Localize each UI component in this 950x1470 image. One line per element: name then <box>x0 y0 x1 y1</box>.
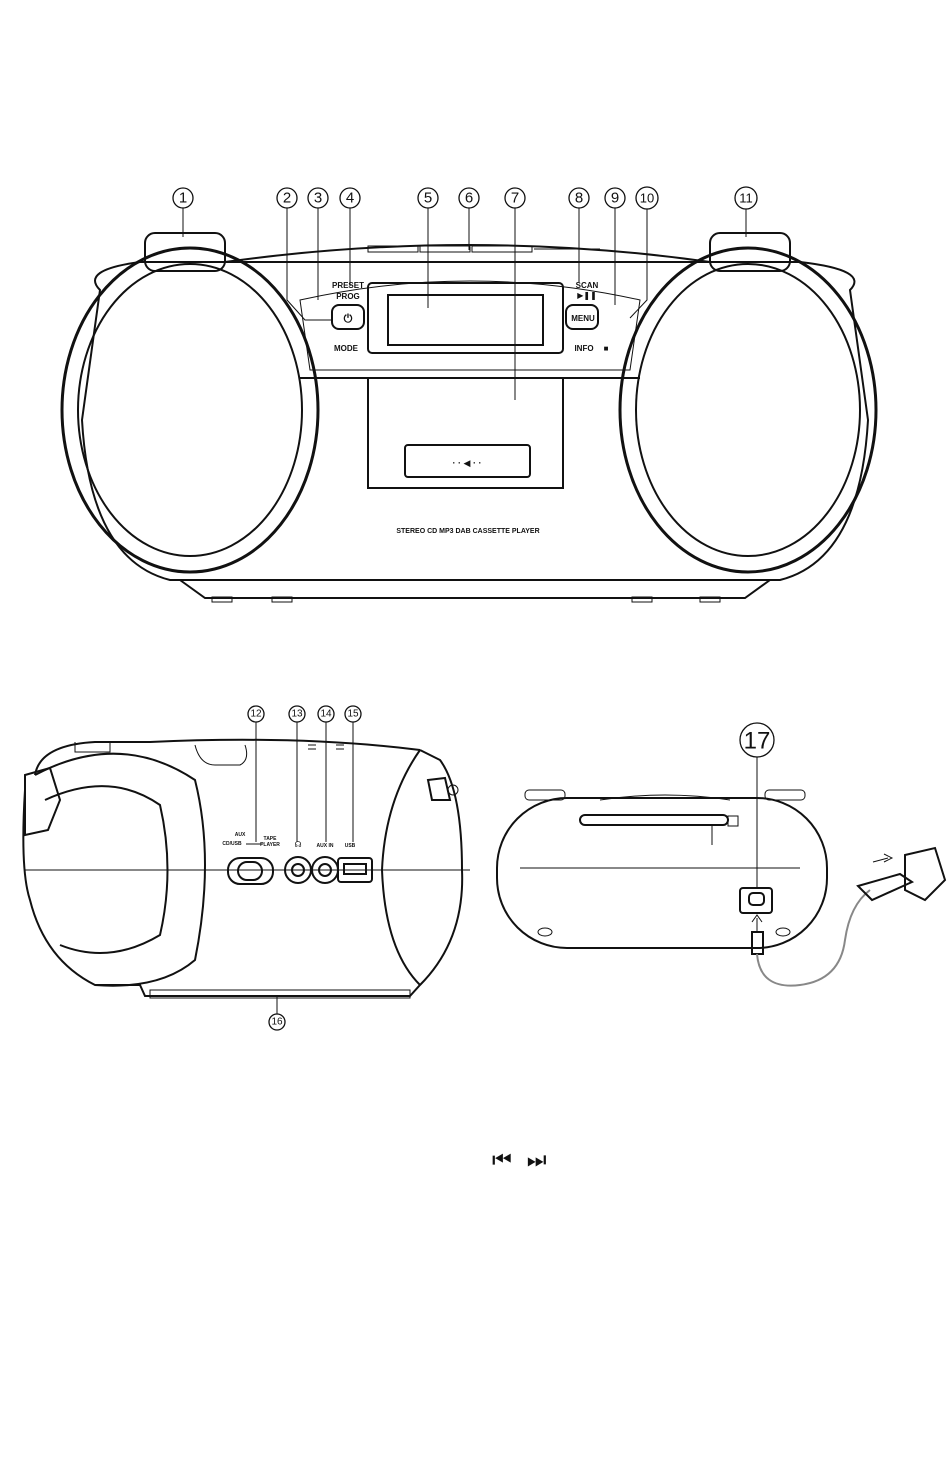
lid-button <box>472 246 532 252</box>
side-callout: 14 <box>318 706 334 722</box>
stop-label: ■ <box>604 344 609 353</box>
left-speaker <box>62 248 318 572</box>
side-top <box>35 740 420 775</box>
rear-view: 17 <box>497 723 945 986</box>
front-callout: 5 <box>418 188 438 208</box>
telescopic-antenna <box>580 815 728 825</box>
svg-text:3: 3 <box>314 190 322 207</box>
front-callout: 9 <box>605 188 625 208</box>
side-callout: 13 <box>289 706 305 722</box>
display-frame <box>368 283 563 353</box>
side-control-edge <box>25 768 60 835</box>
prog-label: PROG <box>336 292 360 301</box>
svg-text:7: 7 <box>511 190 519 207</box>
side-callout: 15 <box>345 706 361 722</box>
info-label: INFO <box>574 344 593 353</box>
cord-plug <box>752 932 763 954</box>
front-callout: 8 <box>569 188 589 208</box>
svg-text:9: 9 <box>611 190 619 207</box>
power-icon: ⏻ <box>344 312 353 325</box>
front-callout: 6 <box>459 188 479 208</box>
cd-usb-label: CD/USB <box>222 841 242 847</box>
mode-label: MODE <box>334 344 359 353</box>
front-callout: 7 <box>505 188 525 208</box>
headphone-icon: ☊ <box>294 840 301 849</box>
usb-port[interactable] <box>344 864 366 874</box>
front-callout: 10 <box>636 187 658 209</box>
svg-text:2: 2 <box>283 190 291 207</box>
play-pause-label: ▶❚❚ <box>577 291 597 300</box>
side-knob <box>195 745 247 765</box>
lcd-display <box>388 295 543 345</box>
rear-callout: 17 <box>740 723 774 757</box>
base <box>180 580 770 598</box>
ac-socket[interactable] <box>749 893 764 905</box>
usb-label: USB <box>345 843 356 849</box>
svg-text:6: 6 <box>465 190 473 207</box>
svg-text:17: 17 <box>744 728 771 755</box>
function-switch-knob[interactable] <box>238 862 262 880</box>
svg-text:12: 12 <box>250 709 262 720</box>
antenna-end <box>728 816 738 826</box>
svg-text:5: 5 <box>424 190 432 207</box>
ac-socket-housing <box>740 888 772 913</box>
rear-body <box>497 798 827 948</box>
model-label: STEREO CD MP3 DAB CASSETTE PLAYER <box>396 528 539 535</box>
power-cord <box>757 890 870 986</box>
front-callout: 11 <box>735 187 757 209</box>
aux-in-label: AUX IN <box>317 843 334 849</box>
cassette-door <box>368 378 563 488</box>
front-callout: 4 <box>340 188 360 208</box>
mains-plug <box>858 874 912 900</box>
front-callout: 2 <box>277 188 297 208</box>
side-antenna-tip <box>428 778 450 800</box>
right-speaker-inner <box>636 264 860 556</box>
front-callout: 3 <box>308 188 328 208</box>
svg-text:11: 11 <box>739 191 753 206</box>
svg-text:13: 13 <box>291 709 303 720</box>
skip-controls-symbols: ⏮ ⏭ <box>492 1148 551 1173</box>
svg-text:4: 4 <box>346 190 354 207</box>
side-view: AUX CD/USB TAPE PLAYER ☊ AUX IN USB 12 1… <box>23 706 470 1030</box>
side-callout: 16 <box>269 1014 285 1030</box>
side-back-curve <box>382 750 420 985</box>
svg-text:15: 15 <box>347 709 359 720</box>
rear-foot <box>776 928 790 936</box>
menu-label: MENU <box>571 314 595 323</box>
aux-label: AUX <box>235 832 246 838</box>
svg-text:1: 1 <box>179 190 187 207</box>
svg-text:8: 8 <box>575 190 583 207</box>
svg-text:10: 10 <box>640 191 654 206</box>
wall-socket <box>905 848 945 900</box>
right-speaker <box>620 248 876 572</box>
front-callout: 1 <box>173 188 193 208</box>
top-lid <box>225 245 710 262</box>
front-view: ⏻ PRESET PROG MODE SCAN ▶❚❚ MENU INFO ■ … <box>62 187 876 602</box>
preset-label: PRESET <box>332 281 364 290</box>
scan-label: SCAN <box>576 281 599 290</box>
svg-text:14: 14 <box>320 709 332 720</box>
svg-text:16: 16 <box>271 1017 283 1028</box>
side-callout: 12 <box>248 706 264 722</box>
rear-foot <box>538 928 552 936</box>
cassette-icons: · · ◀ · · <box>453 458 482 468</box>
player-label: PLAYER <box>260 842 280 848</box>
left-speaker-inner <box>78 264 302 556</box>
